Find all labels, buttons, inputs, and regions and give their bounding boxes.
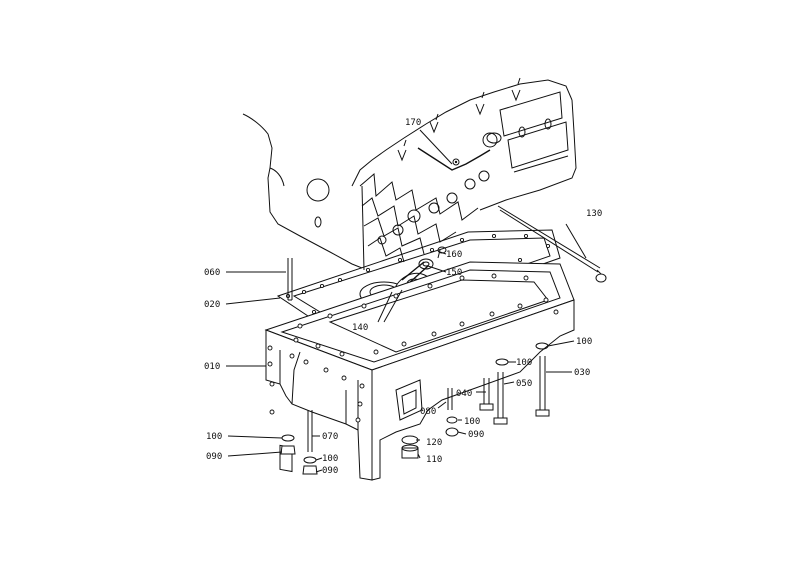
engine-plug	[306, 178, 330, 202]
washer-nut-left	[280, 434, 296, 455]
label-100-left: 100	[206, 432, 222, 442]
label-080: 080	[420, 407, 436, 417]
label-030: 030	[574, 368, 590, 378]
label-050: 050	[516, 379, 532, 389]
leader-lines	[225, 129, 587, 473]
strainer-o-ring	[418, 258, 434, 270]
label-170: 170	[405, 118, 421, 128]
label-130: 130	[586, 209, 602, 219]
label-100-drain: 100	[464, 417, 480, 427]
label-110: 110	[426, 455, 442, 465]
oil-pan	[264, 261, 575, 481]
label-140: 140	[352, 323, 368, 333]
stud-070	[302, 410, 318, 475]
label-100-stud: 100	[322, 454, 338, 464]
label-020: 020	[204, 300, 220, 310]
label-100-mid: 100	[516, 358, 532, 368]
label-120: 120	[426, 438, 442, 448]
label-010: 010	[204, 362, 220, 372]
label-100-right: 100	[576, 337, 592, 347]
bolt-030	[535, 342, 550, 417]
label-070: 070	[322, 432, 338, 442]
label-160: 160	[446, 250, 462, 260]
label-040: 040	[456, 389, 472, 399]
part-labels: 170 130 160 150 140 060 020 010 100 090 …	[204, 118, 602, 476]
dipstick	[497, 205, 607, 283]
label-060: 060	[204, 268, 220, 278]
label-150: 150	[446, 268, 462, 278]
stud-060	[287, 258, 293, 301]
engine-block	[242, 77, 577, 271]
drain-plug	[401, 435, 419, 459]
label-090-drain: 090	[468, 430, 484, 440]
label-090-left: 090	[206, 452, 222, 462]
label-090-stud: 090	[322, 466, 338, 476]
